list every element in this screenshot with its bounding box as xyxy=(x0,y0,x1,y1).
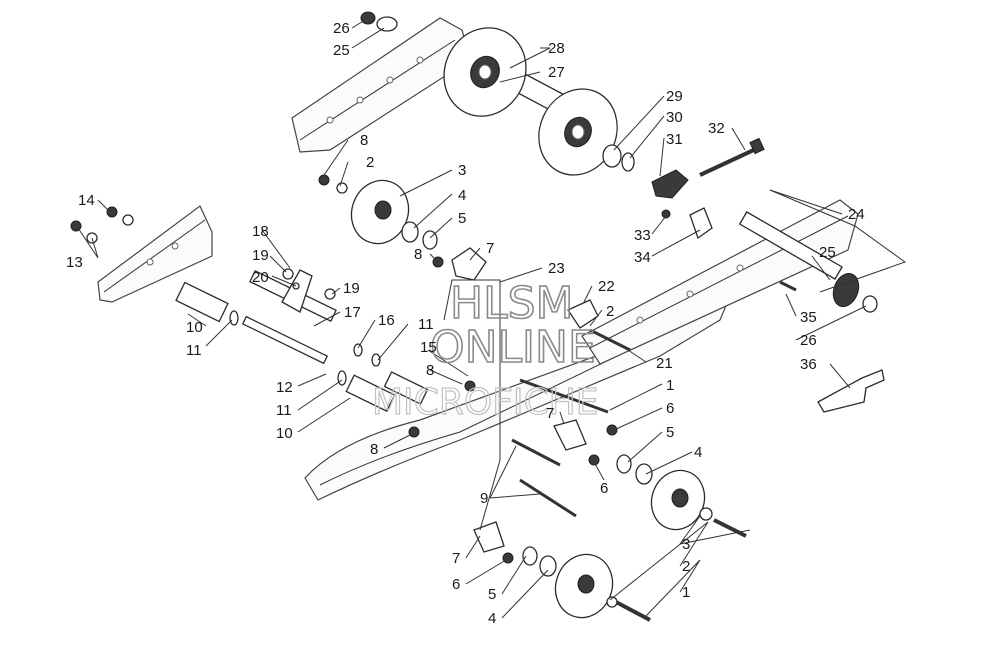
callout-26: 26 xyxy=(800,332,817,349)
callout-4: 4 xyxy=(694,444,702,461)
callout-26: 26 xyxy=(333,20,350,37)
callout-18: 18 xyxy=(252,223,269,240)
bolts xyxy=(408,378,747,622)
callout-10: 10 xyxy=(276,425,293,442)
pivot-arm xyxy=(281,268,336,313)
callout-8: 8 xyxy=(360,132,368,149)
callout-4: 4 xyxy=(488,610,496,627)
left-rail-section xyxy=(97,205,213,303)
callout-5: 5 xyxy=(666,424,674,441)
callout-3: 3 xyxy=(458,162,466,179)
callout-14: 14 xyxy=(78,192,95,209)
callout-19: 19 xyxy=(252,247,269,264)
callout-15: 15 xyxy=(420,339,437,356)
callout-9: 9 xyxy=(480,490,488,507)
callout-23: 23 xyxy=(548,260,565,277)
watermark-line-3: MICROFICHE xyxy=(372,382,598,423)
callout-11: 11 xyxy=(186,342,202,359)
callout-8: 8 xyxy=(370,441,378,458)
bracket-7-top xyxy=(451,247,487,281)
callout-2: 2 xyxy=(606,303,614,320)
rear-idler-wheel-assembly xyxy=(443,27,618,176)
callout-6: 6 xyxy=(666,400,674,417)
callout-5: 5 xyxy=(488,586,496,603)
callout-31: 31 xyxy=(666,131,683,148)
callout-8: 8 xyxy=(414,246,422,263)
lower-idler-wheel xyxy=(522,546,618,619)
middle-idler-wheel xyxy=(318,174,438,250)
nut-6-lower xyxy=(502,552,514,564)
leader-lines xyxy=(77,19,867,619)
bracket-36 xyxy=(817,369,885,413)
watermark-line-1: HLSM xyxy=(450,278,574,329)
bracket-7-middle xyxy=(553,419,587,451)
callout-25: 25 xyxy=(333,42,350,59)
callout-27: 27 xyxy=(548,64,565,81)
bracket-7-lower xyxy=(473,521,505,553)
callout-8: 8 xyxy=(426,362,434,379)
callout-2: 2 xyxy=(682,558,690,575)
callout-1: 1 xyxy=(666,377,674,394)
bolt-32 xyxy=(699,137,765,177)
callout-22: 22 xyxy=(598,278,615,295)
bearing-29 xyxy=(602,144,622,168)
callout-4: 4 xyxy=(458,187,466,204)
callout-12: 12 xyxy=(276,379,293,396)
callout-24: 24 xyxy=(848,206,865,223)
adjuster-block xyxy=(651,169,689,199)
watermark: HLSM ONLINE MICROFICHE xyxy=(371,277,599,423)
callout-21: 21 xyxy=(656,355,673,372)
callout-13: 13 xyxy=(66,254,83,271)
callout-20: 20 xyxy=(252,269,269,286)
callout-2: 2 xyxy=(366,154,374,171)
callout-16: 16 xyxy=(378,312,395,329)
callout-5: 5 xyxy=(458,210,466,227)
callout-17: 17 xyxy=(344,304,361,321)
callout-10: 10 xyxy=(186,319,203,336)
callout-34: 34 xyxy=(634,249,651,266)
callout-35: 35 xyxy=(800,309,817,326)
callout-6: 6 xyxy=(600,480,608,497)
callout-7: 7 xyxy=(452,550,460,567)
nuts-13-14 xyxy=(70,206,134,244)
callout-1: 1 xyxy=(682,584,690,601)
callout-36: 36 xyxy=(800,356,817,373)
callout-11: 11 xyxy=(418,316,434,333)
upper-rail-section xyxy=(291,17,471,153)
bolt-21 xyxy=(589,328,631,352)
callout-32: 32 xyxy=(708,120,725,137)
callout-labels: 26 25 28 27 29 30 31 32 8 2 3 4 5 14 13 … xyxy=(66,20,865,627)
watermark-line-2: ONLINE xyxy=(430,322,596,373)
nuts-25-26-top xyxy=(360,11,398,32)
callout-7: 7 xyxy=(486,240,494,257)
callout-29: 29 xyxy=(666,88,683,105)
callout-11: 11 xyxy=(276,402,292,419)
callout-7: 7 xyxy=(546,405,554,422)
callout-3: 3 xyxy=(682,536,690,553)
callout-33: 33 xyxy=(634,227,651,244)
callout-6: 6 xyxy=(452,576,460,593)
callout-30: 30 xyxy=(666,109,683,126)
callout-25: 25 xyxy=(819,244,836,261)
callout-28: 28 xyxy=(548,40,565,57)
lower-right-idler-wheel xyxy=(616,454,713,531)
callout-19: 19 xyxy=(343,280,360,297)
